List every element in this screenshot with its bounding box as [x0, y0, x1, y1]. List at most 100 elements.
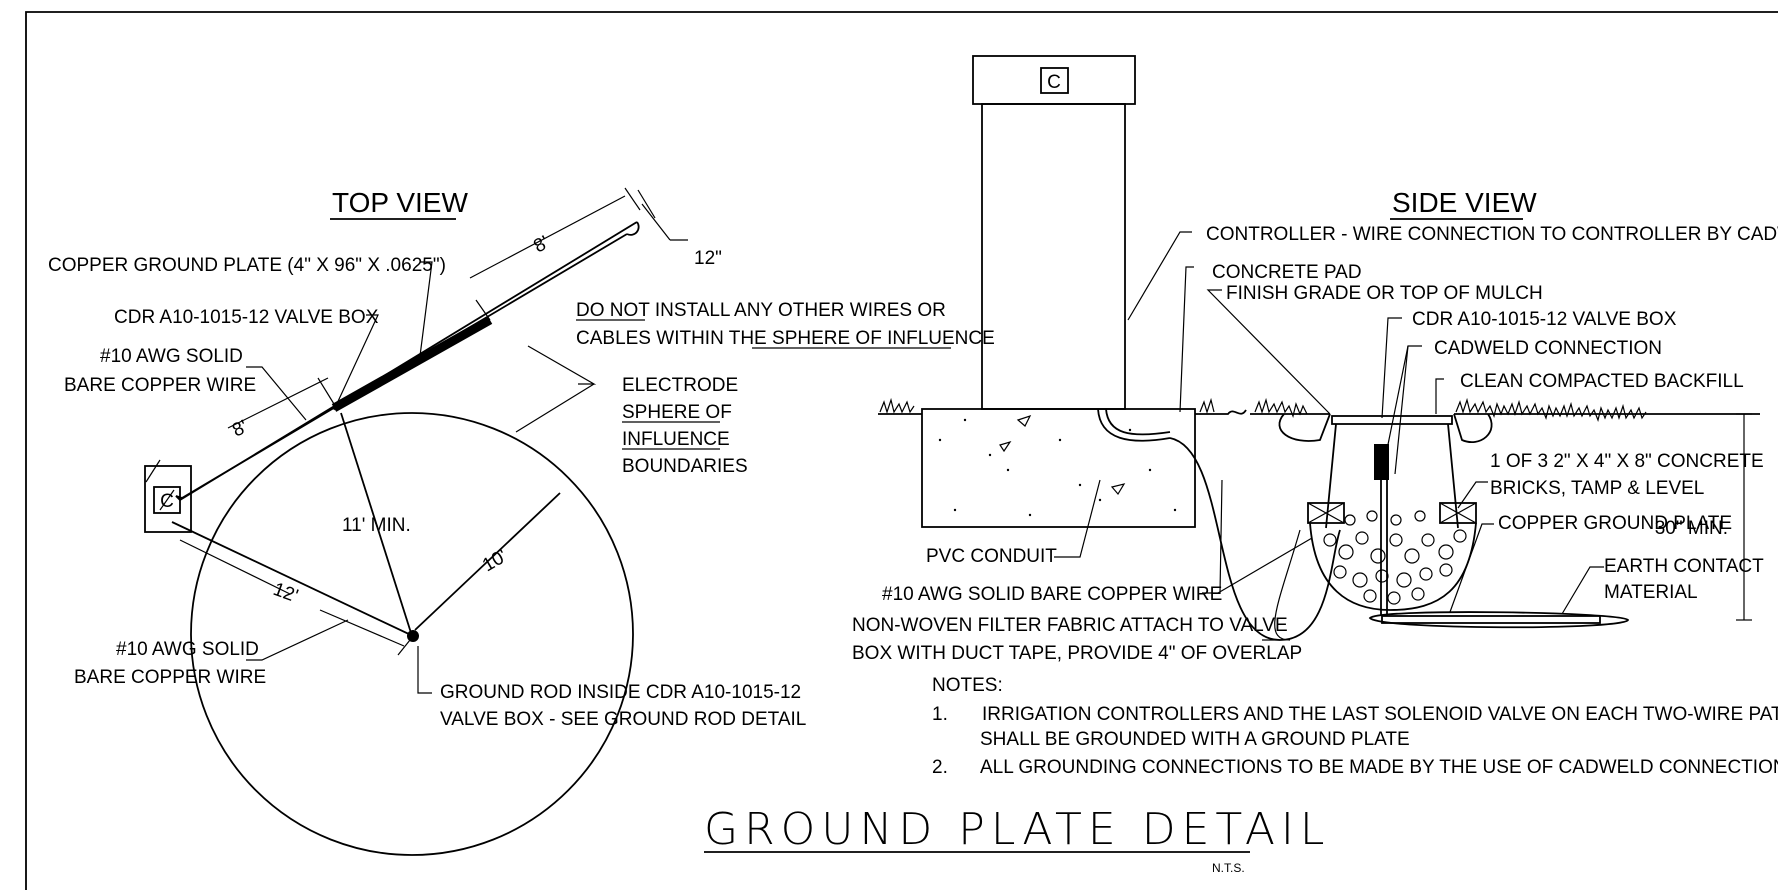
sphere-radius-dim: 10': [479, 546, 511, 577]
dim-tick: [159, 489, 175, 511]
filter-fabric: [1274, 529, 1301, 641]
copper-ground-plate-bar: [331, 316, 493, 412]
sheet-border: [25, 11, 1778, 890]
brick-left-cross: [1307, 502, 1345, 524]
earth-contact-material: [1368, 611, 1630, 629]
valve-box-leader: [333, 314, 379, 411]
label-filter-fabric-2: BOX WITH DUCT TAPE, PROVIDE 4" OF OVERLA…: [852, 643, 1302, 664]
dim-tick: [637, 189, 656, 219]
label-electrode-2: SPHERE OF: [622, 402, 732, 423]
sphere-of-influence-circle: [190, 412, 634, 856]
plate-width-leader: [641, 203, 671, 241]
backfill-right: [1453, 413, 1493, 443]
notes-heading: NOTES:: [932, 675, 1003, 696]
dim-tick: [145, 459, 161, 483]
brick-right-cross: [1439, 502, 1477, 524]
gravel-stones: [1323, 510, 1467, 605]
controller-symbol: C: [160, 491, 174, 512]
label-awg-wire-1-line2: BARE COPPER WIRE: [64, 375, 256, 396]
side-view-title: SIDE VIEW: [1392, 187, 1537, 218]
top-view: TOP VIEW C 8' 12: [48, 187, 995, 856]
aggregate-mark: [1016, 414, 1032, 427]
awg-wire-1-leader: [246, 366, 307, 421]
label-finish-grade: FINISH GRADE OR TOP OF MULCH: [1226, 283, 1543, 304]
label-ground-rod-1: GROUND ROD INSIDE CDR A10-1015-12: [440, 682, 801, 703]
backfill-leader: [1435, 378, 1444, 414]
label-bricks-2: BRICKS, TAMP & LEVEL: [1490, 478, 1704, 499]
ground-plate-leader: [1449, 523, 1494, 613]
label-controller-text: CONTROLLER - WIRE CONNECTION TO CONTROLL…: [1206, 224, 1778, 245]
concrete-pad: [921, 408, 1196, 528]
rod-distance-dim-line: [179, 539, 291, 595]
gravel-sump: [1309, 522, 1477, 611]
controller-box-outline: [144, 465, 192, 533]
electrode-leader-1: [527, 345, 597, 385]
brick-left: [1307, 502, 1345, 524]
label-sphere-underlined: SPHERE OF INFLUENCE: [772, 328, 995, 349]
finish-grade-leader: [1206, 289, 1331, 415]
min-distance-line: [340, 412, 413, 637]
plate-length-dim-line: [469, 195, 626, 279]
concrete-pad-leader: [1179, 266, 1194, 413]
bricks-leader: [1457, 481, 1488, 509]
label-do-not-rest: INSTALL ANY OTHER WIRES OR: [650, 300, 946, 321]
wire-offset-dim-line: [227, 377, 329, 429]
note-1-line2: SHALL BE GROUNDED WITH A GROUND PLATE: [980, 729, 1410, 750]
label-pvc-conduit: PVC CONDUIT: [926, 546, 1057, 567]
rod-distance-dim: 12': [270, 579, 300, 607]
label-copper-ground-plate: COPPER GROUND PLATE (4" X 96" X .0625"): [48, 255, 446, 276]
notes: NOTES: 1. IRRIGATION CONTROLLERS AND THE…: [932, 675, 1778, 778]
note-1-number: 1.: [932, 704, 948, 725]
pvc-conduit-lower: [1105, 408, 1171, 436]
aggregate-mark: [1110, 483, 1126, 496]
awg-wire-leader: [1202, 479, 1223, 594]
ground-line: [1195, 409, 1247, 415]
note-1-line1: IRRIGATION CONTROLLERS AND THE LAST SOLE…: [982, 704, 1778, 725]
label-awg-wire-2-line1: #10 AWG SOLID: [116, 639, 259, 660]
title-block: GROUND PLATE DETAIL N.T.S.: [704, 804, 1324, 875]
controller-symbol: C: [1047, 72, 1061, 93]
wire-start-cap: [175, 495, 183, 501]
note-2-number: 2.: [932, 757, 948, 778]
scale-note: N.T.S.: [1212, 861, 1245, 875]
label-copper-ground-plate: COPPER GROUND PLATE: [1498, 513, 1732, 534]
dim-tick: [475, 299, 491, 321]
note-2-line1: ALL GROUNDING CONNECTIONS TO BE MADE BY …: [980, 757, 1778, 778]
label-awg-wire-1-line1: #10 AWG SOLID: [100, 346, 243, 367]
aggregate-mark: [999, 440, 1012, 453]
backfill-left: [1278, 413, 1331, 442]
label-do-not-line1: DO NOT INSTALL ANY OTHER WIRES OR: [576, 300, 946, 321]
label-valve-box: CDR A10-1015-12 VALVE BOX: [1412, 309, 1677, 330]
valve-box-walls: [1325, 423, 1459, 529]
label-cables-within: CABLES WITHIN THE: [576, 328, 772, 349]
controller-pedestal: [981, 103, 1126, 410]
ground-rod-dot: [407, 630, 419, 642]
awg-wire-2-leader: [246, 619, 349, 661]
brick-right: [1439, 502, 1477, 524]
label-electrode-4: BOUNDARIES: [622, 456, 748, 477]
copper-ground-plate: [1381, 615, 1601, 624]
earth-contact-leader: [1561, 566, 1604, 615]
top-view-title: TOP VIEW: [332, 187, 468, 218]
valve-box-leader: [1381, 317, 1402, 419]
label-do-not-line2: CABLES WITHIN THE SPHERE OF INFLUENCE: [576, 328, 995, 349]
awg-wire-run: [1169, 437, 1341, 641]
label-awg-wire-2-line2: BARE COPPER WIRE: [74, 667, 266, 688]
label-controller: CONTROLLER - WIRE CONNECTION TO CONTROLL…: [1206, 224, 1778, 245]
label-concrete-pad: CONCRETE PAD: [1212, 262, 1362, 283]
wire-to-ground-rod: [171, 521, 414, 637]
label-earth-contact-2: MATERIAL: [1604, 582, 1698, 603]
plate-width-dim: 12": [694, 248, 722, 269]
label-backfill: CLEAN COMPACTED BACKFILL: [1460, 371, 1744, 392]
awg-wire-leader: [1217, 537, 1313, 594]
pvc-conduit-upper: [1097, 408, 1171, 442]
copper-plate-leader: [419, 261, 433, 357]
label-electrode-3: INFLUENCE: [622, 429, 730, 450]
label-cadweld: CADWELD CONNECTION: [1434, 338, 1662, 359]
cadweld-connection: [1374, 444, 1389, 480]
wire-offset-dim: 8': [229, 416, 251, 441]
cadweld-leader: [1394, 345, 1409, 475]
rod-distance-dim-line: [319, 609, 405, 647]
